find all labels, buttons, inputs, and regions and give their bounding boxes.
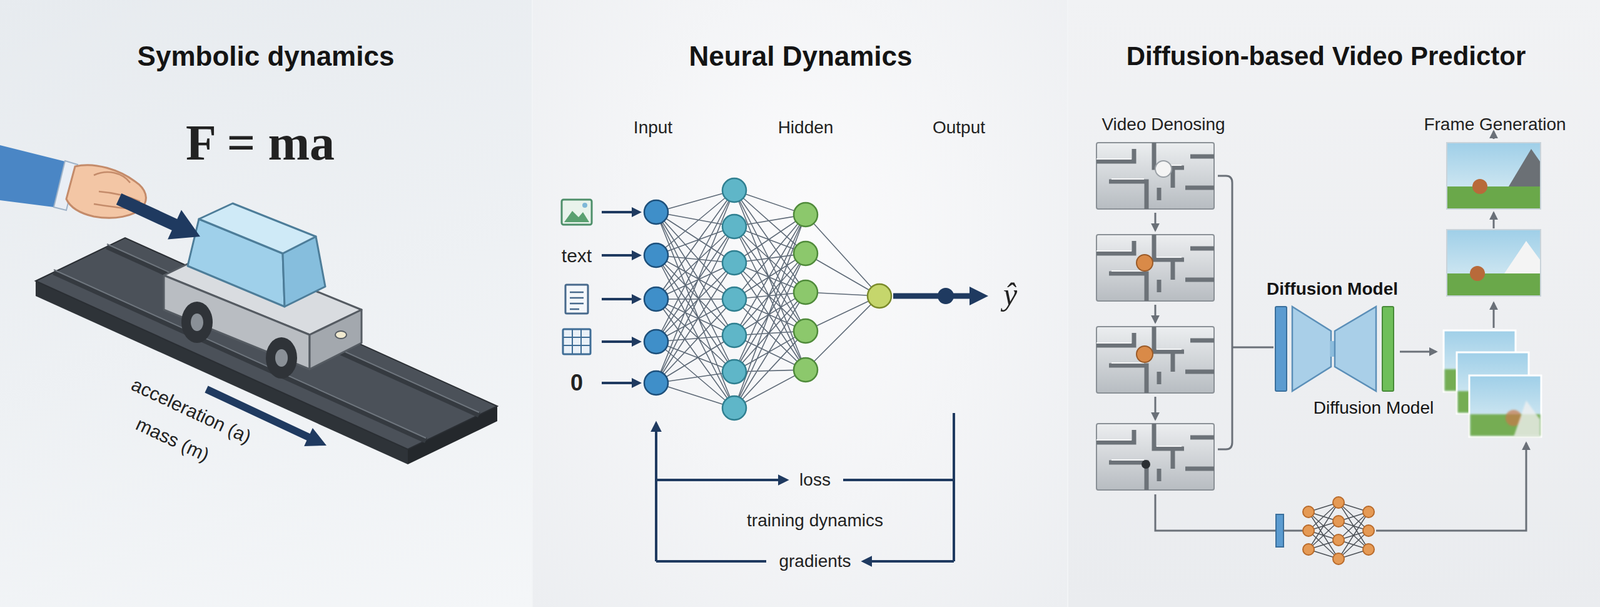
text-label: ŷ <box>1003 277 1018 312</box>
encoder <box>1292 306 1332 391</box>
panel-title: Diffusion-based Video Predictor <box>1126 41 1527 71</box>
panel-title: Symbolic dynamics <box>137 41 395 72</box>
text-label: text <box>561 245 592 266</box>
decoder <box>1334 306 1377 391</box>
text-label: 0 <box>570 370 583 396</box>
text-label: training dynamics <box>746 511 884 531</box>
panel: Diffusion-based Video PredictorDiffusion… <box>1068 0 1600 607</box>
panel-title: Neural Dynamics <box>688 41 912 72</box>
text-label: Output <box>932 118 986 138</box>
block-label: Diffusion Model <box>1313 398 1434 418</box>
text-label: F = ma <box>185 115 335 171</box>
output-bar <box>1382 306 1394 391</box>
panel: Symbolic dynamics <box>0 0 532 607</box>
diffusion-model-block: Diffusion ModelDiffusion Model <box>1269 275 1414 426</box>
text-label: Hidden <box>778 118 834 138</box>
text-label: loss <box>799 470 831 490</box>
text-label: Frame Generation <box>1423 115 1566 135</box>
text-label: Input <box>633 118 673 138</box>
text-label: gradients <box>778 551 851 572</box>
block-label: Diffusion Model <box>1266 279 1398 299</box>
input-bar <box>1275 306 1287 391</box>
text-label: Video Denosing <box>1101 115 1225 135</box>
